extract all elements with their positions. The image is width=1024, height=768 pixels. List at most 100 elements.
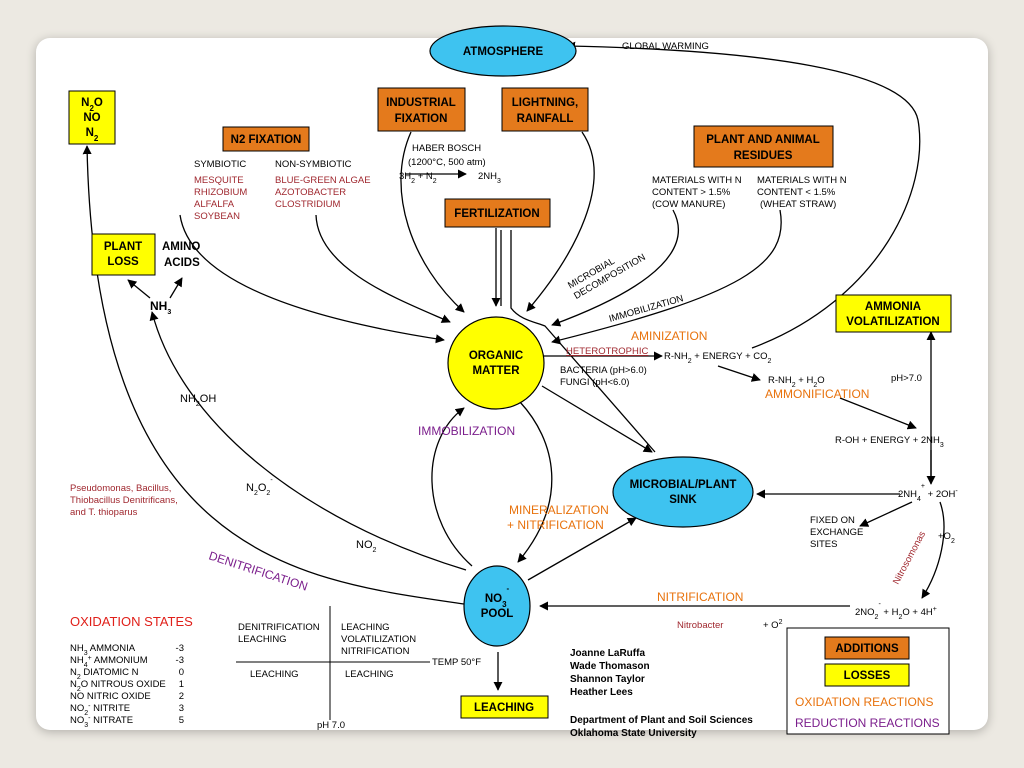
nitrification-sub-label: + NITRIFICATION — [507, 518, 604, 532]
n2-text: N2 — [86, 127, 99, 143]
svg-text:Shannon Taylor: Shannon Taylor — [570, 674, 645, 685]
svg-text:CONTENT > 1.5%: CONTENT > 1.5% — [652, 187, 731, 198]
svg-text:ALFALFA: ALFALFA — [194, 199, 235, 210]
microbial-sink-label-2: SINK — [669, 494, 697, 506]
legend-additions-swatch — [824, 636, 910, 660]
no2-equation: 2NO2- + H2O + 4H+ — [855, 601, 937, 621]
svg-text:FIXATION: FIXATION — [395, 113, 448, 125]
oxidation-row-name: NO NITRIC OXIDE — [70, 691, 151, 702]
fixed-sites-label: FIXED ON EXCHANGE SITES — [810, 515, 863, 550]
nitrification-label: NITRIFICATION — [657, 590, 743, 604]
svg-text:DENITRIFICATION: DENITRIFICATION — [238, 622, 320, 633]
svg-text:Pseudomonas, Bacillus,: Pseudomonas, Bacillus, — [70, 483, 171, 494]
residues-box: PLANT AND ANIMAL RESIDUES — [693, 125, 834, 168]
environment-quadrant: DENITRIFICATION LEACHING LEACHING VOLATI… — [238, 622, 481, 731]
svg-text:LEACHING: LEACHING — [474, 702, 534, 714]
svg-text:NON-SYMBIOTIC: NON-SYMBIOTIC — [275, 159, 352, 170]
heterotrophic-label: HETEROTROPHIC — [566, 346, 648, 357]
svg-text:Department of Plant and Soil S: Department of Plant and Soil Sciences — [570, 715, 753, 726]
microbial-sink-label-1: MICROBIAL/PLANT — [630, 479, 737, 491]
svg-text:NITRIFICATION: NITRIFICATION — [341, 646, 410, 657]
svg-text:MATERIALS WITH N: MATERIALS WITH N — [757, 175, 847, 186]
legend-oxidation-label: OXIDATION REACTIONS — [795, 695, 933, 709]
oxidation-row-value: 3 — [179, 703, 184, 714]
svg-text:TEMP 50°F: TEMP 50°F — [432, 657, 481, 668]
mineralization-label: MINERALIZATION — [509, 503, 609, 517]
ammonification-equation: R-NH2 + H2O — [768, 375, 825, 389]
svg-text:N2 FIXATION: N2 FIXATION — [231, 134, 302, 146]
nitrosomonas-label: Nitrosomonas — [891, 529, 928, 586]
aminization-equation: R-NH2 + ENERGY + CO2 — [664, 351, 772, 365]
svg-text:LOSS: LOSS — [107, 256, 139, 268]
svg-text:ACIDS: ACIDS — [164, 257, 200, 269]
svg-text:Oklahoma State University: Oklahoma State University — [570, 728, 697, 739]
svg-text:CLOSTRIDIUM: CLOSTRIDIUM — [275, 199, 341, 210]
legend-losses-swatch — [824, 663, 910, 687]
ammonia-volatilization-box: AMMONIA VOLATILIZATION — [835, 294, 952, 333]
svg-text:PLANT AND ANIMAL: PLANT AND ANIMAL — [706, 134, 820, 146]
svg-text:HABER BOSCH: HABER BOSCH — [412, 143, 481, 154]
organisms-label: Pseudomonas, Bacillus, Thiobacillus Deni… — [70, 483, 178, 518]
organic-matter-label-1: ORGANIC — [469, 350, 523, 362]
aminization-label: AMINIZATION — [631, 329, 707, 343]
svg-text:Wade Thomason: Wade Thomason — [570, 661, 650, 672]
oxidation-row-name: NH3 AMMONIA — [70, 643, 136, 657]
oxidation-row-name: NH4+ AMMONIUM — [70, 655, 148, 669]
plus-o2-label: +O2 — [938, 531, 955, 545]
svg-text:INDUSTRIAL: INDUSTRIAL — [386, 97, 456, 109]
materials-low-block: MATERIALS WITH N CONTENT < 1.5% (WHEAT S… — [757, 175, 847, 210]
global-warming-label: GLOBAL WARMING — [622, 41, 709, 52]
svg-text:SOYBEAN: SOYBEAN — [194, 211, 240, 222]
svg-text:Thiobacillus Denitrificans,: Thiobacillus Denitrificans, — [70, 495, 178, 506]
non-symbiotic-block: NON-SYMBIOTIC BLUE-GREEN ALGAE AZOTOBACT… — [275, 159, 371, 210]
leaching-box: LEACHING — [460, 695, 549, 719]
svg-text:RAINFALL: RAINFALL — [517, 113, 574, 125]
n2o-text: N2O — [81, 97, 103, 113]
atmosphere-node: ATMOSPHERE — [429, 25, 577, 77]
oxidation-row-name: N2O NITROUS OXIDE — [70, 679, 166, 693]
svg-text:AZOTOBACTER: AZOTOBACTER — [275, 187, 346, 198]
svg-text:AMINO: AMINO — [162, 241, 200, 253]
credits: Joanne LaRuffa Wade Thomason Shannon Tay… — [570, 648, 753, 739]
svg-text:3H2 + N2: 3H2 + N2 — [399, 171, 437, 185]
organic-matter-label-2: MATTER — [472, 365, 520, 377]
microbial-decomposition-label: MICROBIAL DECOMPOSITION — [566, 252, 648, 302]
svg-text:LEACHING: LEACHING — [341, 622, 390, 633]
svg-text:MESQUITE: MESQUITE — [194, 175, 244, 186]
nh3-label: NH3 — [150, 299, 171, 316]
haber-bosch-block: HABER BOSCH (1200°C, 500 atm) 3H2 + N2 2… — [399, 143, 501, 185]
svg-text:RHIZOBIUM: RHIZOBIUM — [194, 187, 247, 198]
oxidation-row-value: -3 — [176, 655, 184, 666]
oxidation-row-value: -3 — [176, 643, 184, 654]
nh4-equation: 2NH4+ + 2OH- — [898, 483, 958, 503]
svg-text:LEACHING: LEACHING — [250, 669, 299, 680]
svg-text:VOLATILIZATION: VOLATILIZATION — [341, 634, 416, 645]
denitrification-label: DENITRIFICATION — [207, 549, 309, 594]
no-text: NO — [83, 112, 100, 124]
nh2oh-label: NH2OH — [180, 393, 216, 408]
organic-matter-node: ORGANIC MATTER — [447, 316, 545, 410]
n2o2-label: N2O2- — [246, 477, 273, 497]
svg-text:PLANT: PLANT — [104, 241, 142, 253]
symbiotic-block: SYMBIOTIC MESQUITE RHIZOBIUM ALFALFA SOY… — [194, 159, 247, 222]
no3-pool-label-2: POOL — [481, 608, 514, 620]
microbial-sink-node: MICROBIAL/PLANT SINK — [612, 456, 754, 528]
n2o-box: N2O NO N2 — [68, 90, 116, 145]
svg-text:AMMONIA: AMMONIA — [865, 301, 921, 313]
atmosphere-label: ATMOSPHERE — [463, 46, 544, 58]
legend-reduction-label: REDUCTION REACTIONS — [795, 716, 940, 730]
oxidation-row-value: 1 — [179, 679, 184, 690]
roh-equation: R-OH + ENERGY + 2NH3 — [835, 435, 944, 449]
lightning-box: LIGHTNING, RAINFALL — [501, 87, 589, 132]
oxidation-row-value: 5 — [179, 715, 184, 726]
svg-text:Heather Lees: Heather Lees — [570, 687, 633, 698]
legend-additions-label: ADDITIONS — [835, 643, 899, 655]
fungi-label: FUNGI (pH<6.0) — [560, 377, 629, 388]
nitrobacter-label: Nitrobacter — [677, 620, 723, 631]
legend-losses-label: LOSSES — [844, 670, 891, 682]
n2-fixation-box: N2 FIXATION — [222, 126, 310, 152]
immobilization-big-label: IMMOBILIZATION — [418, 424, 515, 438]
no3-pool-label: NO3- — [485, 584, 510, 609]
